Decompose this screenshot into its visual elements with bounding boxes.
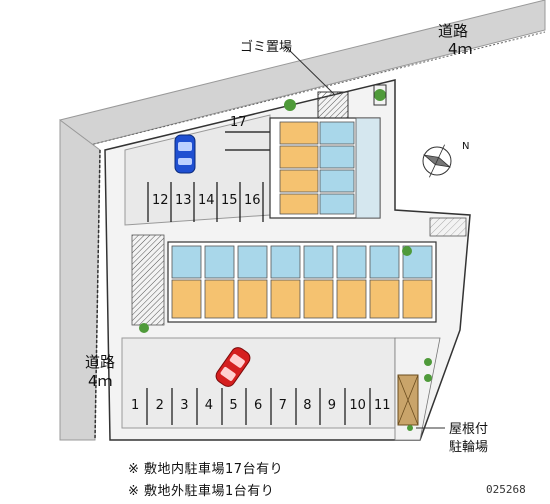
bike-shed xyxy=(394,337,441,441)
road-left xyxy=(59,119,101,441)
building-upper xyxy=(269,117,381,219)
garbage-leader-line xyxy=(284,45,336,96)
upper-stall-lines xyxy=(147,131,270,222)
stall-number-9: 9 xyxy=(327,398,337,413)
stall-number-4: 4 xyxy=(204,398,214,413)
red-car-icon xyxy=(215,347,251,387)
compass-icon xyxy=(422,144,452,178)
stall-number-11: 11 xyxy=(374,398,391,413)
unit-lower-3 xyxy=(237,279,268,319)
stall-number-2: 2 xyxy=(155,398,164,413)
unit-lower-4 xyxy=(270,279,301,319)
blue-car-icon xyxy=(174,134,196,174)
building-lower xyxy=(167,217,467,323)
unit-lower-6 xyxy=(336,279,367,319)
stall-number-12: 12 xyxy=(152,193,169,208)
stall-number-7: 7 xyxy=(278,398,287,413)
unit-upper-7 xyxy=(369,245,400,279)
unit-lower-7 xyxy=(369,279,400,319)
stall-number-15: 15 xyxy=(221,193,238,208)
unit-upper-2 xyxy=(204,245,235,279)
stall-number-16: 16 xyxy=(244,193,261,208)
bike-parking-label-2: 駐輪場 xyxy=(449,440,489,455)
stall-number-5: 5 xyxy=(229,398,238,413)
parking-note-2: ※ 敷地外駐車場1台有り xyxy=(128,484,275,499)
lower-stall-lines xyxy=(146,388,371,425)
stall-number-10: 10 xyxy=(349,398,366,413)
parking-note-1: ※ 敷地内駐車場17台有り xyxy=(128,462,284,477)
stall-number-8: 8 xyxy=(303,398,312,413)
garbage-label: ゴミ置場 xyxy=(240,40,293,55)
parking-spot-17: 17 xyxy=(230,115,247,130)
garbage-area xyxy=(284,84,387,119)
unit-upper-4 xyxy=(270,245,301,279)
unit-upper-6 xyxy=(336,245,367,279)
unit-upper-1 xyxy=(171,245,202,279)
road-top-width: 4ｍ xyxy=(448,40,473,58)
unit-upper-5 xyxy=(303,245,334,279)
unit-lower-5 xyxy=(303,279,334,319)
stall-number-6: 6 xyxy=(254,398,263,413)
stall-number-13: 13 xyxy=(175,193,192,208)
property-code: 025268 xyxy=(486,483,526,496)
road-left-name: 道路 xyxy=(85,353,116,371)
unit-upper-3 xyxy=(237,245,268,279)
unit-lower-8 xyxy=(402,279,433,319)
bike-parking-label-1: 屋根付 xyxy=(449,422,489,437)
compass-north-label: N xyxy=(462,141,470,152)
stair-area xyxy=(131,234,412,333)
unit-lower-2 xyxy=(204,279,235,319)
road-top-name: 道路 xyxy=(438,22,469,40)
stall-number-3: 3 xyxy=(180,398,189,413)
road-left-width: 4ｍ xyxy=(88,372,113,390)
stall-number-14: 14 xyxy=(198,193,215,208)
lower-parking-lot xyxy=(121,337,396,429)
unit-lower-1 xyxy=(171,279,202,319)
stall-number-1: 1 xyxy=(131,398,140,413)
